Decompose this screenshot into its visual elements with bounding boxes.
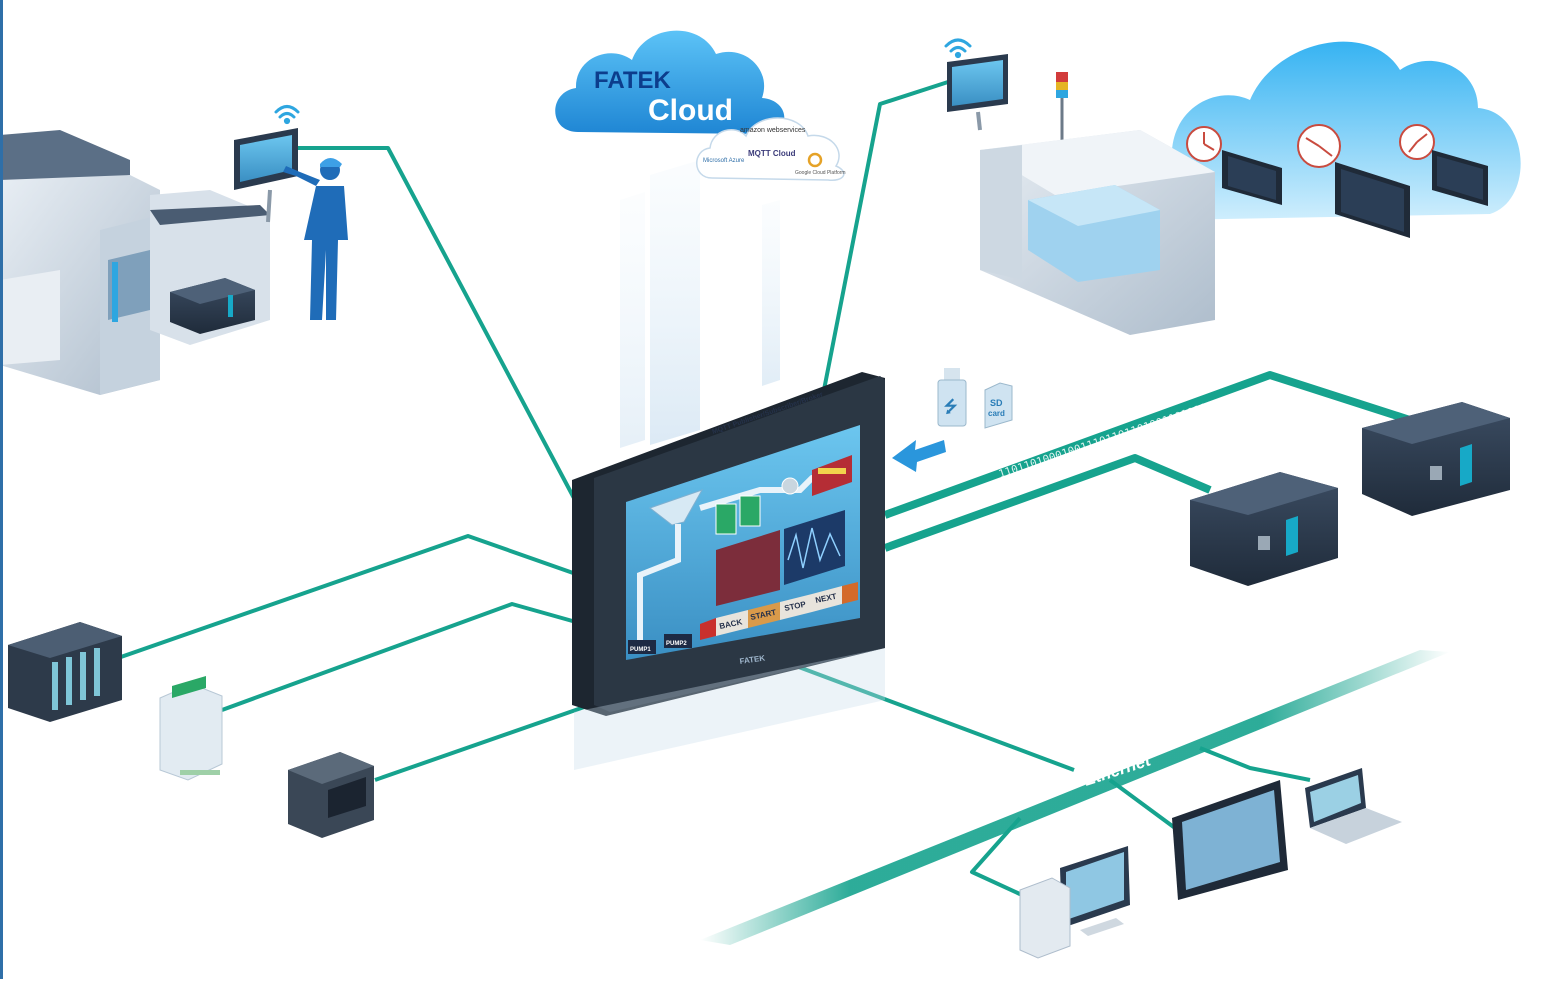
line-io-unit [221,602,577,712]
hmi-panel [1172,780,1288,900]
pump1-label: PUMP1 [630,647,651,653]
line-panel [1108,778,1177,830]
service-aws: amazon webservices [740,127,806,134]
clock-icon [1399,124,1435,160]
line-operator-hmi [285,146,577,501]
arrow-icon [892,440,946,472]
main-hmi: MQTT Publisher/Subscriber/Broker FATEK B… [572,372,885,716]
line-ipc [374,703,591,782]
clock-icon [1297,124,1341,168]
io-unit [159,676,223,781]
service-azure: Microsoft Azure [703,158,745,164]
clock-icon [1186,126,1222,162]
cnc-machine [980,72,1215,335]
time-sync-cloud [1147,41,1521,238]
service-gcp: Google Cloud Platform [795,170,846,176]
hmi-reflection [574,648,885,770]
operator-person [283,158,348,320]
usb-drive-icon: ⭍ [937,368,967,427]
left-border [0,0,3,979]
io-module-rack [8,622,122,722]
wifi-icon [944,38,972,59]
fatek-cloud: FATEK Cloud amazon webservices Microsoft… [555,30,846,181]
sd-label: SD [990,398,1003,408]
cloud-brand: FATEK [594,67,672,94]
hmi-button-next: NEXT [815,592,838,605]
cloud-beams [620,160,780,448]
line-ethernet-drop [779,658,1075,772]
small-hmi-panel [1432,150,1488,206]
gcp-icon [807,152,823,168]
cloud-label: Cloud [648,94,733,127]
card-label: card [988,409,1005,418]
connection-lines [117,80,1311,920]
small-hmi-panel [1335,162,1410,238]
hmi-footer-brand: FATEK [739,653,766,666]
small-hmi-panel [1222,150,1282,205]
services-cloud [696,117,845,181]
plc-unit [1190,472,1338,586]
factory-machine [0,130,270,395]
plc-links [883,371,1412,552]
sd-card-icon: SD card [984,382,1013,429]
desktop-pc [1019,846,1130,959]
line-io-modules [117,534,577,660]
laptop [1305,768,1402,844]
line-remote-hmi [820,80,949,401]
pump2-label: PUMP2 [666,641,687,647]
service-mqtt: MQTT Cloud [748,149,796,158]
plc-unit [1362,402,1510,516]
remote-hmi [944,38,1008,131]
funnel [648,489,704,526]
plc-on-machine [170,278,255,334]
line-laptop [1199,746,1311,782]
industrial-pc [288,752,374,838]
wifi-icon [274,105,300,125]
svg-text:⭍: ⭍ [944,397,958,416]
operator-hmi [234,105,300,223]
hmi-buttons: BACK START STOP NEXT [700,582,858,640]
